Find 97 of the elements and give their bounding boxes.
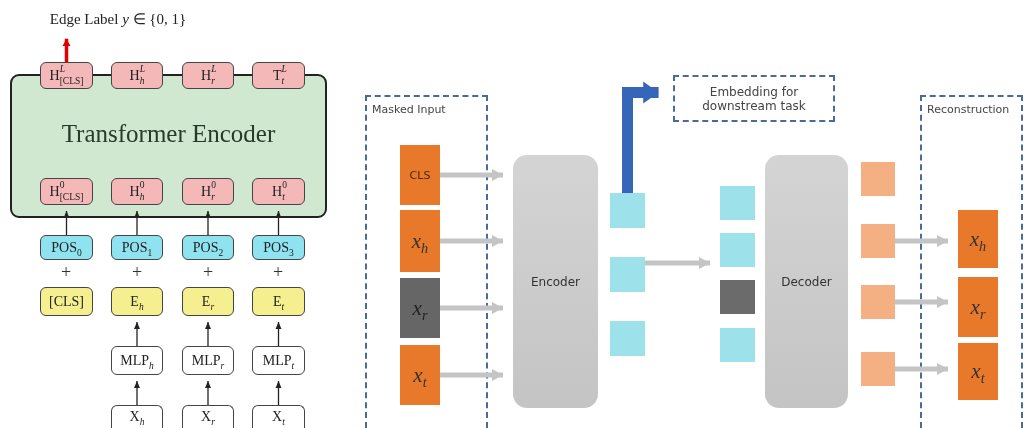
model-block <box>765 155 848 408</box>
arrow <box>895 296 948 308</box>
process-box <box>111 346 163 375</box>
box-label: POS$_{0}$ <box>51 239 82 256</box>
hidden-state-box <box>111 178 163 205</box>
arrow <box>63 210 70 236</box>
arrow <box>895 363 948 375</box>
output-square <box>861 285 895 319</box>
box-label: E$_{h}$ <box>130 293 144 310</box>
title-text: Decoder <box>781 274 832 289</box>
embedding-square <box>610 193 645 228</box>
arrow <box>62 38 71 62</box>
position-embedding-box <box>252 235 305 260</box>
token-embedding-box <box>252 287 305 316</box>
arrow <box>440 169 503 181</box>
title-text: Encoder <box>530 274 581 289</box>
arrow <box>622 81 659 193</box>
output-square <box>861 224 895 258</box>
box-label: MLP$_{h}$ <box>120 352 154 369</box>
box-label: MLP$_{r}$ <box>191 352 225 369</box>
masked-embedding-square <box>720 280 755 314</box>
box-label: E$_{r}$ <box>201 293 215 310</box>
box-label: POS$_{1}$ <box>121 239 153 256</box>
output-box <box>673 75 835 122</box>
box-label: x$_{r}$ <box>412 295 428 321</box>
token-block <box>958 277 998 337</box>
position-embedding-box <box>182 235 234 260</box>
token-embedding-box <box>111 287 163 316</box>
token-embedding-box <box>182 287 234 316</box>
box-label: X$_{t}$ <box>272 409 285 425</box>
token-block <box>400 345 440 405</box>
arrow <box>134 321 140 347</box>
output-square <box>861 162 895 196</box>
hidden-state-box <box>40 62 93 89</box>
box-label: MLP$_{t}$ <box>262 352 295 369</box>
arrow <box>275 321 282 347</box>
title-text: Embedding for downstream task <box>701 84 807 113</box>
plus-sign: + <box>60 261 72 283</box>
title-text: Transformer Encoder <box>61 120 276 148</box>
group-container <box>365 95 488 428</box>
box-label: CLS <box>409 168 431 182</box>
process-box <box>182 346 234 375</box>
plus-sign: + <box>131 261 143 283</box>
position-embedding-box <box>111 235 163 260</box>
token-block <box>958 343 998 400</box>
plus-sign: + <box>272 261 284 283</box>
embedding-square <box>720 328 755 362</box>
hidden-state-box <box>182 178 234 205</box>
embedding-square <box>720 233 755 267</box>
token-block <box>958 210 998 268</box>
box-label: x$_{h}$ <box>411 228 429 254</box>
arrow <box>440 235 503 247</box>
title-text: Reconstruction <box>927 103 1010 116</box>
group-container <box>920 95 1023 428</box>
box-label: POS$_{2}$ <box>192 239 224 256</box>
hidden-state-box <box>111 62 163 89</box>
hidden-state-box <box>182 62 234 89</box>
hidden-state-box <box>252 178 305 205</box>
box-label: E$_{t}$ <box>272 293 285 310</box>
box-label: x$_{t}$ <box>971 359 985 384</box>
hidden-state-box <box>252 62 305 89</box>
arrow <box>205 321 211 347</box>
box-label: X$_{h}$ <box>129 409 145 425</box>
box-label: x$_{h}$ <box>969 226 987 252</box>
box-label: X$_{r}$ <box>201 409 215 425</box>
token-block <box>400 210 440 272</box>
process-box <box>252 405 305 428</box>
arrow <box>275 380 282 406</box>
box-label: x$_{t}$ <box>413 362 427 388</box>
box-label: [CLS] <box>49 293 84 310</box>
arrow <box>440 302 503 314</box>
arrow <box>205 380 211 406</box>
arrow <box>895 235 948 247</box>
process-box <box>111 405 163 428</box>
plus-sign: + <box>202 261 214 283</box>
arrow <box>134 210 140 236</box>
box-label: POS$_{3}$ <box>263 239 294 256</box>
output-square <box>861 352 895 386</box>
embedding-square <box>720 186 755 220</box>
label-text: Edge Label y ∈ {0, 1} <box>49 10 187 28</box>
arrow <box>645 257 710 269</box>
arrow <box>440 369 503 381</box>
arrow <box>205 210 211 236</box>
arrow <box>134 380 140 406</box>
embedding-square <box>610 257 645 292</box>
box-label: x$_{r}$ <box>970 294 986 320</box>
embedding-square <box>610 321 645 356</box>
model-block <box>513 155 598 408</box>
process-box <box>252 346 305 375</box>
hidden-state-box <box>40 178 93 205</box>
token-embedding-box <box>40 287 93 316</box>
position-embedding-box <box>40 235 93 260</box>
token-block <box>400 145 440 205</box>
process-box <box>182 405 234 428</box>
arrow <box>275 210 282 236</box>
masked-token-block <box>400 278 440 338</box>
title-text: Masked Input <box>372 103 446 116</box>
